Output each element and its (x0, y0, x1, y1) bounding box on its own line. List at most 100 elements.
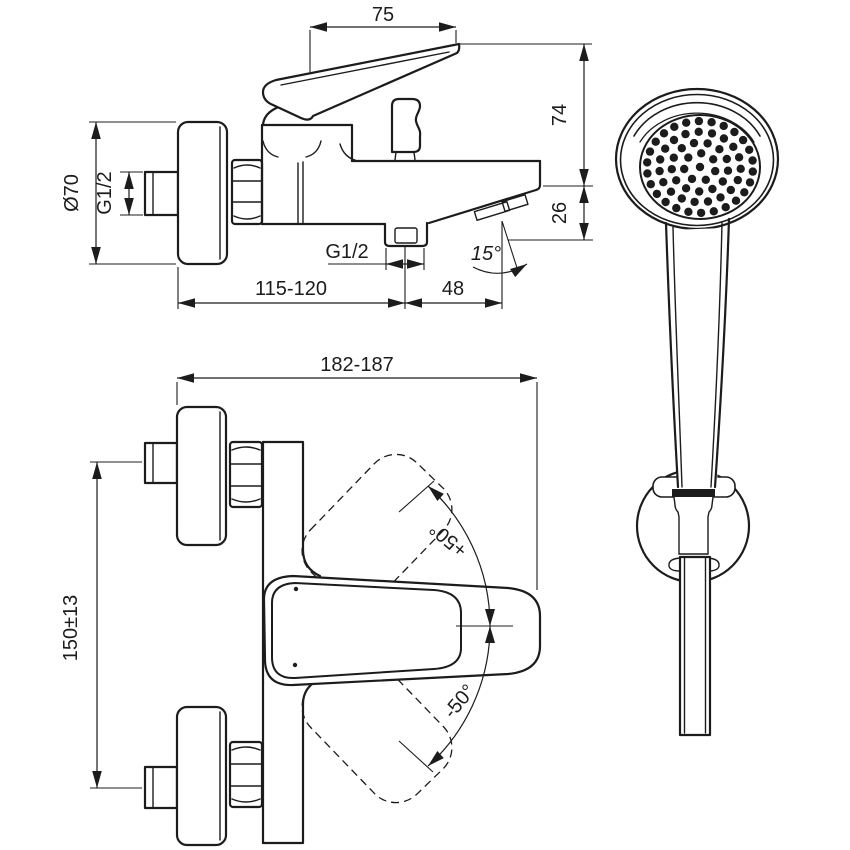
spray-nozzle-dot (682, 118, 691, 127)
diverter-knob (390, 97, 422, 161)
side-view: 75 74 26 Ø70 G1/2 G1/2 115-120 48 15° (61, 4, 593, 309)
lever-pin-dot-top (293, 586, 299, 592)
zero-position-arrow-up (485, 609, 495, 626)
spray-nozzle-dot (709, 207, 718, 216)
spray-nozzle-dot (719, 134, 729, 143)
spray-nozzle-dot (643, 158, 652, 167)
dim-48-label: 48 (442, 278, 464, 300)
spray-nozzle-dot (670, 122, 679, 131)
spray-nozzle-dot (697, 149, 706, 158)
hex-nut-bottom (228, 740, 264, 809)
aerator-side (473, 194, 529, 221)
spray-nozzle-dot (651, 137, 660, 146)
escutcheon-bottom (175, 705, 228, 847)
inlet-thread-side (143, 170, 180, 217)
spray-nozzle-dot (646, 180, 655, 189)
plan-view: +50° -50° 182-187 150±13 (60, 354, 542, 847)
spray-nozzle-dot (690, 197, 699, 207)
spray-nozzle-dot (684, 207, 693, 216)
spray-nozzle-dot (738, 135, 748, 145)
escutcheon-top (175, 405, 228, 547)
dim-g12-outlet-label: G1/2 (325, 241, 368, 263)
outlet-nut-side (383, 221, 429, 248)
spray-nozzle-dot (723, 166, 733, 175)
spray-nozzle-dot (643, 169, 652, 178)
hand-shower (614, 87, 780, 737)
shower-hose (678, 555, 712, 737)
spray-nozzle-dot (730, 127, 739, 137)
dim-75-label: 75 (372, 4, 394, 26)
dim-115-120-label: 115-120 (255, 278, 327, 300)
spray-nozzle-dot (659, 129, 669, 138)
spray-nozzle-dot (695, 162, 705, 172)
lever-handle-plan (262, 574, 542, 687)
spray-nozzle-dot (681, 129, 690, 139)
spray-nozzle-dot (694, 127, 703, 136)
spray-nozzle-dot (703, 139, 712, 148)
spray-nozzle-dot (695, 187, 704, 196)
spray-nozzle-dot (731, 196, 741, 205)
spray-nozzle-dot (719, 121, 728, 131)
hose-connector (668, 496, 720, 572)
mixer-body-side (260, 99, 542, 248)
dim-26-label: 26 (549, 202, 571, 224)
wall-connection-side (143, 120, 264, 266)
dim-182-187-label: 182-187 (320, 354, 393, 376)
spray-nozzle-dot (701, 175, 710, 184)
lever-pin-dot-bottom (292, 662, 298, 668)
spray-nozzle-dot (722, 154, 731, 164)
spray-nozzle-dot (736, 164, 745, 173)
spray-nozzle-dot (689, 138, 699, 148)
dim-dia70-label: Ø70 (61, 174, 83, 212)
spray-nozzle-dot (672, 176, 681, 185)
spray-nozzle-dot (669, 153, 678, 162)
spray-nozzle-dot (667, 165, 676, 174)
zero-position-arrow-down (485, 626, 495, 643)
spray-nozzle-dot (681, 184, 691, 193)
spray-nozzle-dot (659, 178, 668, 187)
lever-handle-side (261, 42, 461, 121)
spray-nozzle-dot (680, 164, 689, 174)
spray-nozzle-dot (726, 185, 735, 195)
handle-seal-band (672, 489, 715, 497)
dim-150-label: 150±13 (60, 595, 82, 662)
side-view-dimensions: 75 74 26 Ø70 G1/2 G1/2 115-120 48 15° (61, 4, 593, 309)
spray-nozzle-dot (655, 166, 664, 176)
spray-nozzle-dot (733, 175, 742, 185)
dim-g12-inlet-label: G1/2 (94, 171, 116, 214)
spray-nozzle-dot (661, 197, 670, 207)
spray-nozzle-dot (703, 197, 713, 206)
spray-nozzle-dot (711, 166, 720, 176)
spray-nozzle-dot (748, 167, 757, 176)
spray-nozzle-dot (677, 194, 686, 203)
spray-nozzle-dot (707, 129, 717, 138)
hex-nut-top (228, 440, 264, 509)
shower-handle (664, 217, 731, 497)
spray-nozzle-dot (694, 116, 704, 126)
spray-nozzle-dot (721, 203, 730, 212)
spray-nozzle-dot (666, 187, 676, 196)
spray-nozzle-dot (718, 177, 727, 186)
spray-nozzle-dot (645, 147, 655, 156)
spray-nozzle-dot (652, 189, 662, 199)
spray-nozzle-dot (677, 144, 686, 153)
spray-nozzle-dot (708, 184, 717, 194)
dim-15-label: 15° (471, 243, 501, 265)
spray-nozzle-dot (707, 118, 716, 127)
escutcheon-side (176, 120, 229, 266)
spray-nozzle-dot (715, 145, 724, 154)
spray-nozzle-dot (745, 178, 755, 187)
spray-nozzle-dot (716, 193, 725, 202)
spray-nozzle-dot (687, 174, 697, 184)
plan-view-dimensions: 182-187 150±13 (60, 354, 538, 789)
dim-minus50-label: -50° (439, 680, 480, 722)
spray-nozzle-dot (656, 155, 665, 164)
spray-nozzle-dot (696, 208, 706, 218)
spray-nozzle-dot (709, 155, 718, 164)
dim-angle-15: 15° (471, 220, 528, 309)
spray-nozzle-dot (669, 135, 679, 145)
spray-nozzle-dot (734, 153, 744, 162)
spray-nozzle-dot (729, 142, 738, 151)
spray-nozzle-dot (740, 188, 749, 197)
